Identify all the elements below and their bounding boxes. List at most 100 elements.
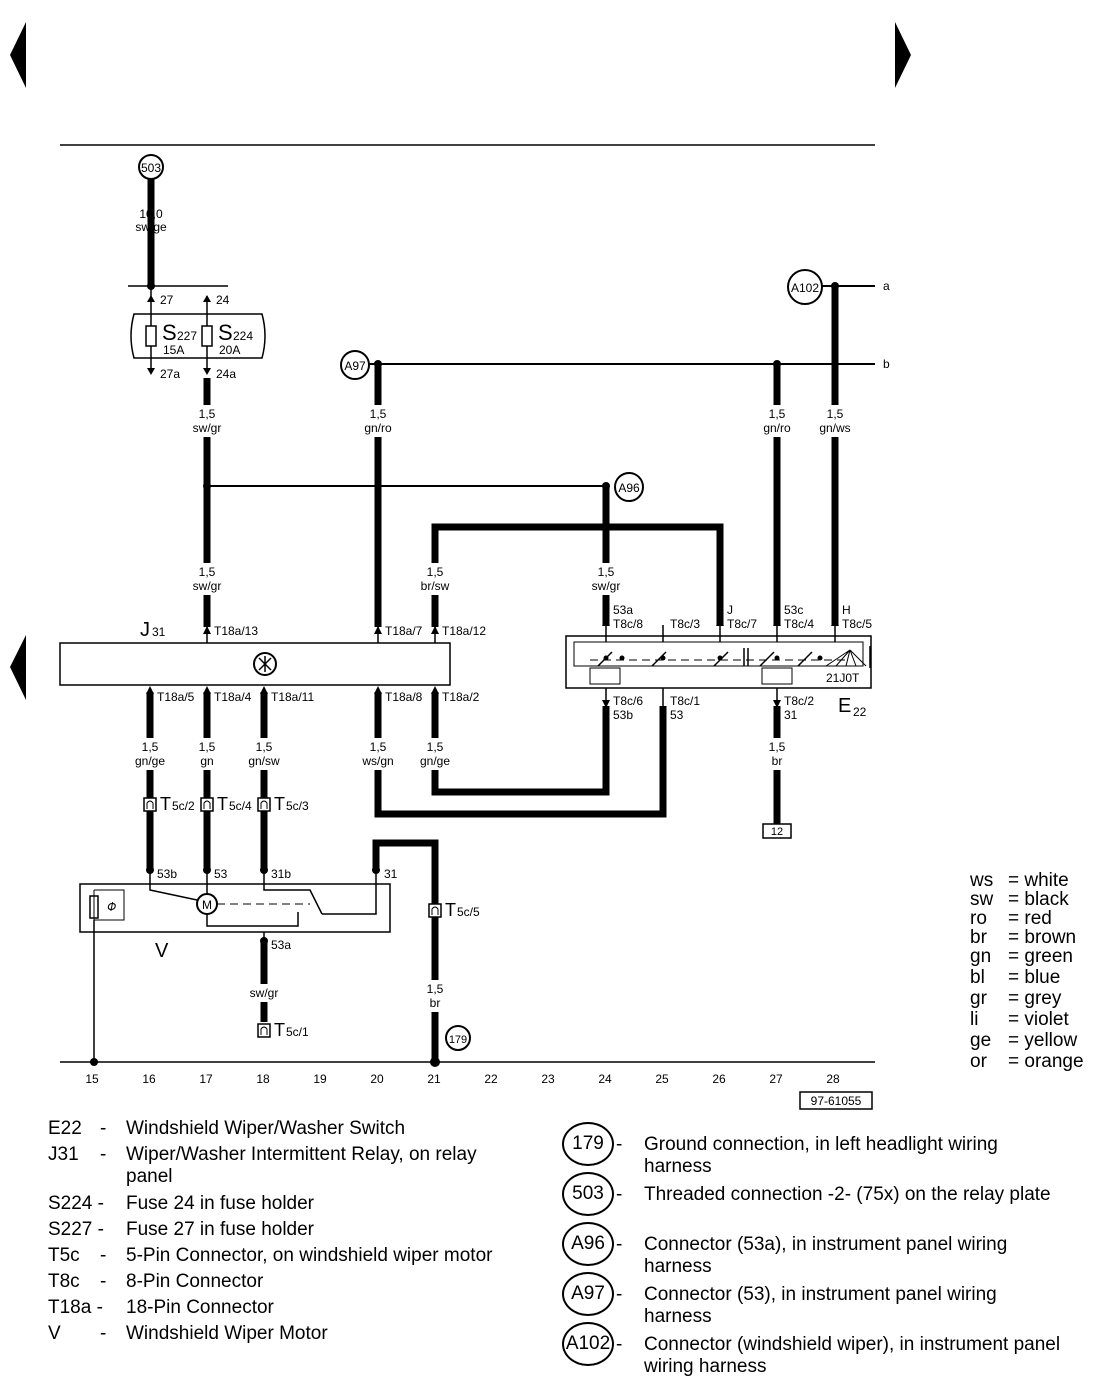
terminal-a97: A97 xyxy=(340,350,370,380)
legend-desc: Wiper/Washer Intermittent Relay, on rela… xyxy=(126,1144,477,1187)
svg-text:5c/1: 5c/1 xyxy=(286,1025,309,1039)
wire-color-label: br xyxy=(430,996,441,1010)
badge-179: 179 xyxy=(562,1122,614,1166)
svg-text:53b: 53b xyxy=(157,867,177,881)
svg-text:24a: 24a xyxy=(216,367,236,381)
wire-color-label: br/sw xyxy=(421,579,450,593)
wire-color-label: gn/ws xyxy=(819,421,850,435)
svg-text:31: 31 xyxy=(152,625,166,639)
connector-t5c-3: T 5c/3 xyxy=(257,794,309,814)
legend-desc: Ground connection, in left headlight wir… xyxy=(644,1134,998,1177)
svg-text:S: S xyxy=(162,320,177,345)
legend-row-v: V- xyxy=(48,1323,107,1344)
svg-text:T8c/7: T8c/7 xyxy=(727,617,757,631)
svg-text:T: T xyxy=(217,794,228,814)
wire-color-label: sw/gr xyxy=(592,579,621,593)
svg-text:H: H xyxy=(842,603,851,617)
color-key-row: br= brown xyxy=(970,927,1077,948)
svg-text:T8c/8: T8c/8 xyxy=(613,617,643,631)
svg-text:26: 26 xyxy=(712,1072,726,1086)
legend-row-e22: E22- xyxy=(48,1118,107,1139)
svg-text:𝛷: 𝛷 xyxy=(107,900,116,914)
connector-t5c-4: T 5c/4 xyxy=(200,794,252,814)
wire-gauge-label: 1,5 xyxy=(370,740,387,754)
svg-text:T18a/12: T18a/12 xyxy=(442,624,486,638)
svg-text:179: 179 xyxy=(449,1034,467,1046)
legend-row-j31: J31- xyxy=(48,1144,107,1165)
svg-text:M: M xyxy=(202,898,212,912)
wire-color-label: gn/ge xyxy=(135,754,165,768)
wiper-motor-v: 𝛷 M V xyxy=(79,870,391,962)
svg-text:T18a/7: T18a/7 xyxy=(385,624,423,638)
svg-text:J: J xyxy=(140,619,150,641)
svg-text:T8c/3: T8c/3 xyxy=(670,617,700,631)
svg-text:53a: 53a xyxy=(613,603,633,617)
legend-row-t5c: T5c- xyxy=(48,1245,107,1266)
svg-text:T18a/13: T18a/13 xyxy=(214,624,258,638)
svg-text:31b: 31b xyxy=(271,867,291,881)
legend-dash: - xyxy=(616,1284,623,1305)
badge-a96: A96 xyxy=(562,1222,614,1266)
wire-gauge-label: 1,5 xyxy=(199,740,216,754)
legend-desc: Connector (windshield wiper), in instrum… xyxy=(644,1334,1061,1377)
svg-text:T18a/8: T18a/8 xyxy=(385,690,423,704)
legend-dash: - xyxy=(616,1234,623,1255)
legend-desc: 5-Pin Connector, on windshield wiper mot… xyxy=(126,1245,493,1266)
svg-text:T: T xyxy=(160,794,171,814)
svg-text:28: 28 xyxy=(826,1072,840,1086)
svg-text:T8c/6: T8c/6 xyxy=(613,694,643,708)
svg-text:T18a/2: T18a/2 xyxy=(442,690,480,704)
svg-text:25: 25 xyxy=(655,1072,669,1086)
svg-text:24: 24 xyxy=(216,293,230,307)
svg-text:18: 18 xyxy=(256,1072,270,1086)
svg-text:T8c/5: T8c/5 xyxy=(842,617,872,631)
svg-text:a: a xyxy=(883,279,890,293)
svg-text:227: 227 xyxy=(177,329,197,343)
badge-a97: A97 xyxy=(562,1272,614,1316)
fuse-s227 xyxy=(145,325,157,347)
svg-text:27: 27 xyxy=(769,1072,783,1086)
svg-text:53c: 53c xyxy=(784,603,803,617)
color-key-row: gn= green xyxy=(970,946,1073,967)
svg-text:J: J xyxy=(727,603,733,617)
right-triangle-icon[interactable] xyxy=(895,22,911,88)
svg-text:97-61055: 97-61055 xyxy=(811,1094,862,1108)
svg-text:22: 22 xyxy=(484,1072,498,1086)
wire-color-label: br xyxy=(772,754,783,768)
wire-gauge-label: 1,5 xyxy=(427,565,444,579)
left-triangle-icon[interactable] xyxy=(10,635,26,700)
wire-gauge-label: 1,5 xyxy=(199,565,216,579)
left-triangle-icon[interactable] xyxy=(10,22,26,88)
badge-a102: A102 xyxy=(562,1322,614,1366)
legend-row-t18a: T18a - xyxy=(48,1297,103,1318)
terminal-179: 179 xyxy=(445,1025,471,1051)
switch-e22: 21J0T E 22 xyxy=(565,635,872,719)
svg-text:5c/3: 5c/3 xyxy=(286,799,309,813)
svg-text:V: V xyxy=(155,940,169,962)
fuse-holder: 27 27a S 227 15A 24 24a S 224 20A xyxy=(130,286,266,381)
wire-gauge-label: 1,5 xyxy=(427,982,444,996)
svg-text:27a: 27a xyxy=(160,367,180,381)
svg-text:T: T xyxy=(274,1020,285,1040)
svg-text:53: 53 xyxy=(670,708,684,722)
terminal-503: 503 xyxy=(138,154,164,180)
legend-row-s227: S227 - xyxy=(48,1219,104,1240)
connection-legend: 179 - Ground connection, in left headlig… xyxy=(560,1122,1100,1388)
color-key-row: sw= black xyxy=(970,889,1069,910)
svg-text:20A: 20A xyxy=(219,343,240,357)
svg-text:31: 31 xyxy=(384,867,398,881)
wire-gauge-label: 10,0 xyxy=(139,207,163,221)
badge-503: 503 xyxy=(562,1172,614,1216)
legend-desc: 18-Pin Connector xyxy=(126,1297,274,1318)
wire-color-label: gn/ro xyxy=(763,421,791,435)
wire-gauge-label: 1,5 xyxy=(199,407,216,421)
wire-color-label: sw/gr xyxy=(193,579,222,593)
wire-gauge-label: 1,5 xyxy=(370,407,387,421)
legend-desc: Fuse 24 in fuse holder xyxy=(126,1193,315,1214)
svg-text:15: 15 xyxy=(85,1072,99,1086)
svg-text:E: E xyxy=(838,695,851,717)
svg-text:T18a/11: T18a/11 xyxy=(271,690,314,704)
wire-color-label: gn xyxy=(200,754,213,768)
svg-text:21: 21 xyxy=(427,1072,441,1086)
